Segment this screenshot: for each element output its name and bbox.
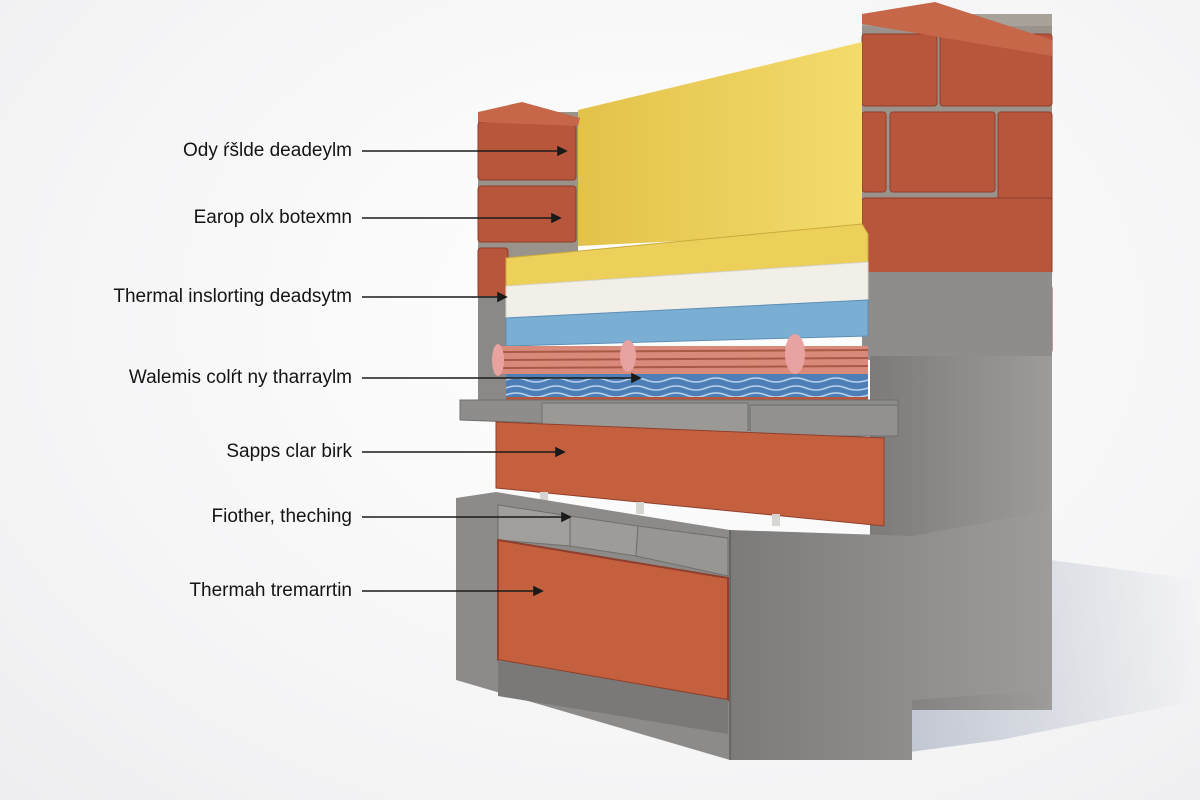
label-render-layer: Ody ŕšlde deadeylm — [183, 140, 352, 161]
support-pins — [540, 492, 780, 526]
yellow-render-panel — [578, 42, 862, 246]
label-brick-block: Sapps clar birk — [226, 441, 352, 462]
concrete-slab — [459, 399, 899, 437]
membrane-layer — [492, 334, 869, 376]
label-thermal-insulation: Thermal inslorting deadsytm — [113, 286, 352, 307]
leader-lines — [362, 145, 642, 597]
label-thermal-base: Thermah tremarrtin — [189, 580, 352, 601]
label-flashing: Fiother, theching — [211, 506, 352, 527]
concrete-base — [456, 492, 1052, 760]
terracotta-block-upper — [495, 421, 885, 527]
label-brick-layer: Earop olx botexmn — [193, 207, 352, 228]
label-membrane-layer: Walemis colŕt ny tharraylm — [128, 367, 352, 388]
